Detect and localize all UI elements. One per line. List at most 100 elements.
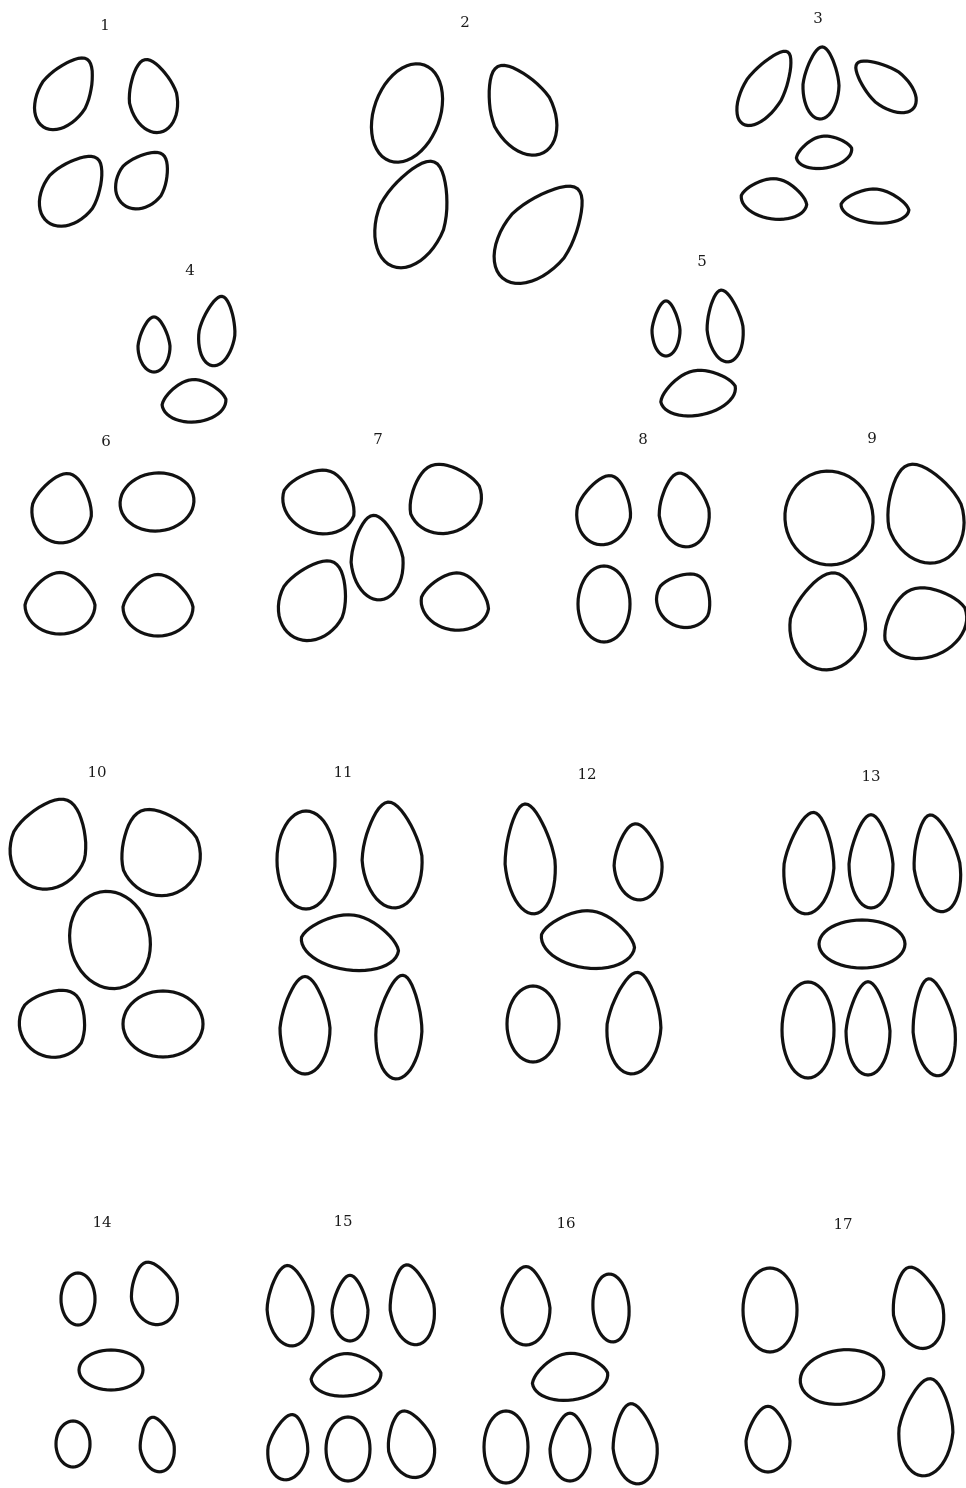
figure-1 [35,58,178,226]
figure-6-outline-4 [123,575,193,637]
figure-label-13: 13 [861,767,880,785]
figure-17-outline-2 [893,1267,943,1348]
figure-5-outline-1 [652,301,680,356]
figure-6-outline-2 [120,473,194,531]
figure-2 [371,64,582,284]
figure-label-16: 16 [556,1214,575,1232]
figure-12-outline-5 [607,972,661,1074]
figure-15-outline-2 [332,1275,368,1341]
figure-label-2: 2 [460,13,470,31]
figure-5 [652,290,743,416]
figure-2-outline-4 [494,186,582,283]
figure-4-outline-3 [162,380,226,423]
figure-13-outline-3 [914,815,961,912]
figure-4-outline-1 [138,317,170,372]
figure-7-outline-2 [410,464,481,533]
figure-1-outline-2 [129,60,177,133]
figure-7-outline-3 [351,515,403,599]
figure-14-outline-4 [56,1421,90,1467]
figure-15-outline-7 [388,1411,434,1478]
figure-14-outline-2 [131,1262,177,1324]
figure-1-outline-1 [35,58,93,130]
figure-6-outline-1 [32,474,91,543]
figure-16-outline-1 [502,1267,550,1345]
figure-5-outline-3 [661,370,736,416]
figure-2-outline-1 [371,64,442,162]
figure-6 [25,473,194,636]
figure-13-outline-7 [913,979,955,1076]
figure-17-outline-4 [746,1406,790,1472]
figure-3 [737,47,916,223]
figure-12-outline-2 [614,824,662,900]
figure-label-6: 6 [101,432,111,450]
figure-7-outline-4 [278,561,345,641]
figure-15 [267,1265,435,1481]
figure-14-outline-5 [140,1417,174,1472]
figure-5-outline-2 [707,290,743,362]
figure-13-outline-2 [849,815,893,908]
figure-9 [785,464,966,670]
figure-3-outline-3 [856,61,916,113]
figure-17-outline-3 [800,1350,883,1405]
figure-11-outline-4 [280,977,330,1075]
figure-15-outline-5 [268,1415,308,1480]
figure-7-outline-1 [283,470,354,534]
figure-13-outline-1 [784,812,834,913]
figure-13-outline-4 [819,920,905,968]
figure-label-14: 14 [92,1213,111,1231]
figure-label-12: 12 [577,765,596,783]
figure-14-outline-1 [61,1273,95,1325]
figure-9-outline-3 [790,573,866,670]
figure-8 [577,473,710,642]
figure-17-outline-5 [899,1379,953,1476]
figure-label-3: 3 [813,9,823,27]
figure-13 [782,812,961,1078]
figure-label-8: 8 [638,430,648,448]
figure-10 [10,799,203,1057]
figure-9-outline-1 [785,471,873,565]
figure-11-outline-5 [376,975,422,1079]
figure-label-9: 9 [867,429,877,447]
figure-16-outline-3 [532,1353,607,1400]
figure-12-outline-4 [507,986,559,1062]
figure-1-outline-4 [116,152,168,209]
figure-8-outline-2 [659,473,709,547]
figure-label-5: 5 [697,252,707,270]
figure-15-outline-3 [390,1265,434,1345]
figure-3-outline-4 [796,136,851,168]
figure-11 [277,802,422,1079]
figure-14-outline-3 [79,1350,143,1390]
figure-12-outline-3 [541,911,634,969]
figure-4 [138,296,235,422]
figure-9-outline-2 [888,464,964,563]
figure-16-outline-5 [550,1413,590,1481]
figure-15-outline-4 [311,1354,381,1397]
figure-label-15: 15 [333,1212,352,1230]
figure-14 [56,1262,177,1472]
figure-label-4: 4 [185,261,195,279]
figure-12-outline-1 [505,804,555,914]
figure-10-outline-3 [70,891,151,988]
figure-8-outline-4 [657,574,710,628]
figure-shapes [10,47,966,1484]
figure-10-outline-4 [19,990,84,1057]
figure-3-outline-5 [741,179,806,220]
figure-1-outline-3 [39,156,101,226]
figure-11-outline-2 [362,802,422,908]
figure-2-outline-2 [489,65,557,155]
figure-15-outline-6 [326,1417,370,1481]
figure-11-outline-3 [301,915,398,971]
figure-3-outline-6 [841,189,909,223]
figure-4-outline-2 [199,296,235,365]
figure-13-outline-6 [846,982,890,1075]
figure-10-outline-5 [123,991,203,1057]
figure-label-11: 11 [333,763,352,781]
figure-2-outline-3 [375,161,447,268]
figure-7-outline-5 [421,573,488,630]
figure-11-outline-1 [277,811,335,909]
figure-label-7: 7 [373,430,383,448]
figure-9-outline-4 [885,588,966,659]
figure-7 [278,464,488,640]
figure-label-1: 1 [100,16,110,34]
